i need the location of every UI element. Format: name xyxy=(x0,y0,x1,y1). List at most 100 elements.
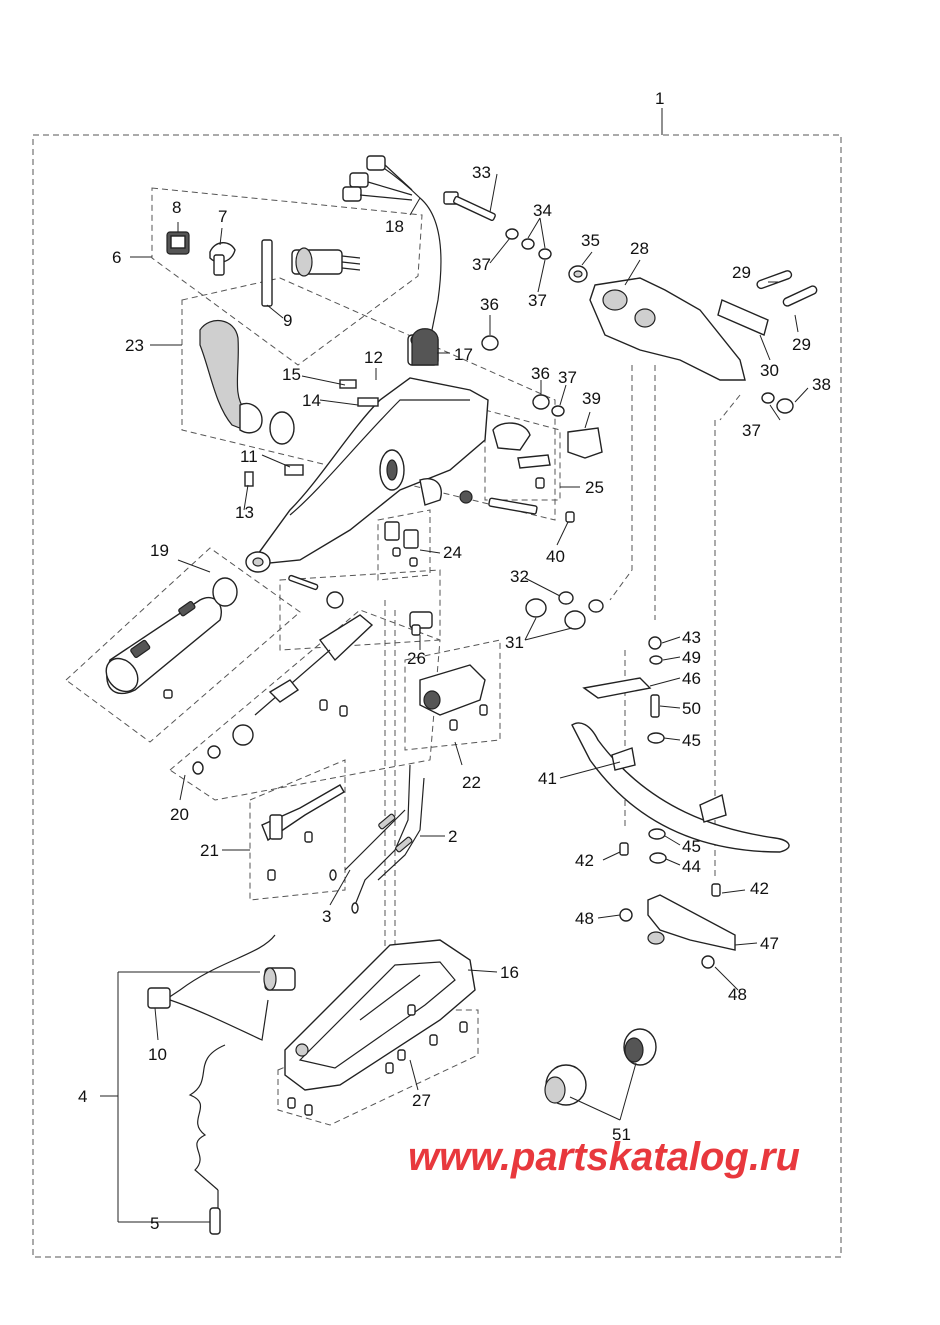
callout-37b: 37 xyxy=(528,291,547,310)
washer-37c xyxy=(761,392,775,404)
callout-48b: 48 xyxy=(728,985,747,1004)
callout-labels: 1 2 3 4 5 6 7 8 9 10 11 12 13 14 15 16 1… xyxy=(78,89,831,1233)
callout-24: 24 xyxy=(443,543,462,562)
nut-31b xyxy=(564,610,586,630)
callout-51: 51 xyxy=(612,1125,631,1144)
callout-22: 22 xyxy=(462,773,481,792)
callout-30: 30 xyxy=(760,361,779,380)
callout-16: 16 xyxy=(500,963,519,982)
group-box-21 xyxy=(249,759,346,901)
callout-44: 44 xyxy=(682,857,701,876)
callout-40: 40 xyxy=(546,547,565,566)
tiller-bracket-28 xyxy=(589,270,818,381)
callout-23: 23 xyxy=(125,336,144,355)
callout-6: 6 xyxy=(112,248,121,267)
caps-51 xyxy=(544,1028,657,1106)
callout-49: 49 xyxy=(682,648,701,667)
watermark-text: www.partskatalog.ru xyxy=(408,1135,800,1179)
callout-37c: 37 xyxy=(558,368,577,387)
shift-linkage-21 xyxy=(261,784,345,881)
callout-42b: 42 xyxy=(750,879,769,898)
group-box-6 xyxy=(151,187,423,366)
callout-32: 32 xyxy=(510,567,529,586)
callout-10: 10 xyxy=(148,1045,167,1064)
callout-11: 11 xyxy=(240,447,258,466)
callout-17: 17 xyxy=(454,345,473,364)
callout-45a: 45 xyxy=(682,731,701,750)
callout-42a: 42 xyxy=(575,851,594,870)
callout-2: 2 xyxy=(448,827,457,846)
nut-38 xyxy=(776,398,794,414)
callout-28: 28 xyxy=(630,239,649,258)
callout-37d: 37 xyxy=(742,421,761,440)
callout-50: 50 xyxy=(682,699,701,718)
callout-18: 18 xyxy=(385,217,404,236)
lower-case-16 xyxy=(284,939,476,1116)
callout-41: 41 xyxy=(538,769,557,788)
tiller-handle-23 xyxy=(199,320,295,445)
callout-38: 38 xyxy=(812,375,831,394)
throttle-shaft-20 xyxy=(192,574,433,775)
cover-25 xyxy=(492,422,531,451)
wire-harness-18 xyxy=(342,155,442,331)
bushing-36b xyxy=(532,394,550,410)
callout-4: 4 xyxy=(78,1087,87,1106)
callout-20: 20 xyxy=(170,805,189,824)
callout-36a: 36 xyxy=(480,295,499,314)
clip-24 xyxy=(384,521,419,567)
group-box-25 xyxy=(484,409,561,501)
grommet-17 xyxy=(411,328,439,366)
stop-switch-lanyard xyxy=(147,934,296,1235)
bolt-33 xyxy=(443,191,588,283)
callout-43: 43 xyxy=(682,628,701,647)
tiller-arm xyxy=(244,331,538,573)
throttle-grip-19 xyxy=(105,577,238,699)
callout-29b: 29 xyxy=(792,335,811,354)
callout-46: 46 xyxy=(682,669,701,688)
callout-39: 39 xyxy=(582,389,601,408)
callout-47: 47 xyxy=(760,934,779,953)
callout-15: 15 xyxy=(282,365,301,384)
callout-9: 9 xyxy=(283,311,292,330)
stopper-39 xyxy=(567,427,603,459)
callout-36b: 36 xyxy=(531,364,550,383)
callout-34: 34 xyxy=(533,201,552,220)
callout-13: 13 xyxy=(235,503,254,522)
callout-29a: 29 xyxy=(732,263,751,282)
assembly-frame xyxy=(32,134,842,1258)
callout-27: 27 xyxy=(412,1091,431,1110)
washer-37 xyxy=(551,405,565,417)
callout-48a: 48 xyxy=(575,909,594,928)
callout-14: 14 xyxy=(302,391,321,410)
callout-19: 19 xyxy=(150,541,169,560)
callout-33: 33 xyxy=(472,163,491,182)
callout-5: 5 xyxy=(150,1214,159,1233)
callout-8: 8 xyxy=(172,198,181,217)
group-box-19 xyxy=(65,547,301,743)
group-box-20 xyxy=(169,609,441,801)
callout-3: 3 xyxy=(322,907,331,926)
ignition-switch xyxy=(166,231,361,307)
callout-37a: 37 xyxy=(472,255,491,274)
callout-7: 7 xyxy=(218,207,227,226)
leader-lines xyxy=(100,173,809,1223)
group-box-26 xyxy=(279,569,441,651)
callout-25: 25 xyxy=(585,478,604,497)
callout-35: 35 xyxy=(581,231,600,250)
bushing-36 xyxy=(481,335,499,351)
steering-friction-41 xyxy=(571,636,790,969)
screw-40 xyxy=(565,511,575,523)
washer-32 xyxy=(558,591,574,605)
neutral-switch-22 xyxy=(419,664,488,731)
callout-21: 21 xyxy=(200,841,219,860)
callout-45b: 45 xyxy=(682,837,701,856)
nut-31a xyxy=(525,598,547,618)
group-box-24 xyxy=(377,509,431,581)
callout-12: 12 xyxy=(364,348,383,367)
group-box-22 xyxy=(404,639,501,751)
shift-cables xyxy=(329,764,425,914)
callout-1: 1 xyxy=(655,89,664,108)
callout-26: 26 xyxy=(407,649,426,668)
